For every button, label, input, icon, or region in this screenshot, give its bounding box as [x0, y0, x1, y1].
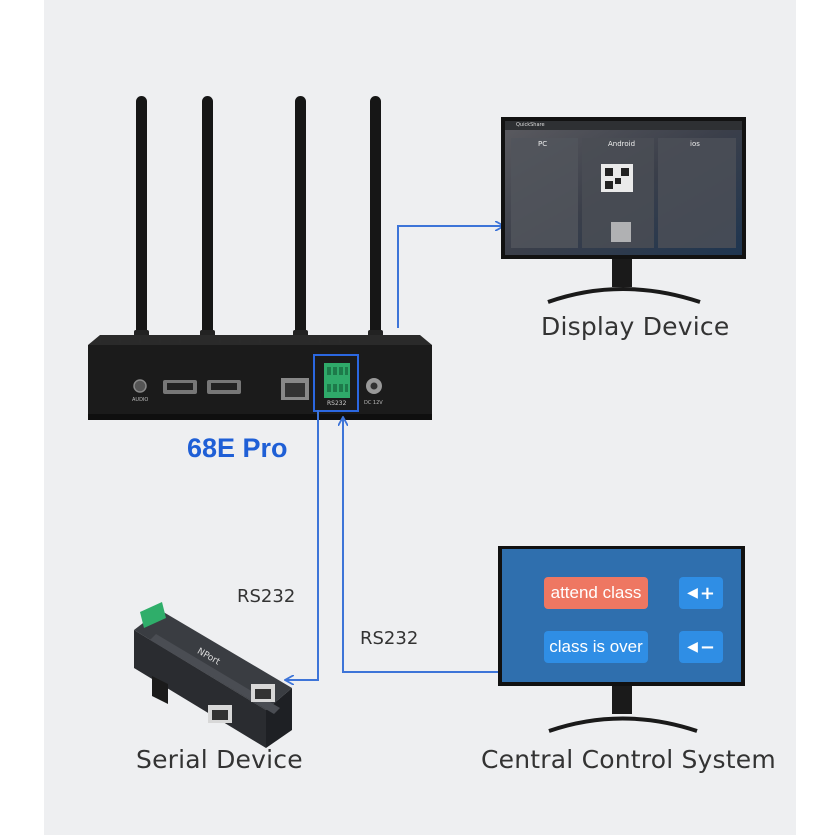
rs232-port-label: RS232: [327, 400, 347, 407]
audio-port-label: AUDIO: [132, 397, 149, 403]
volume-down-sign: −: [699, 636, 715, 658]
volume-up-button[interactable]: ◀ +: [679, 577, 723, 609]
antennas: [134, 96, 383, 356]
display-brand: QuickShare: [516, 122, 545, 128]
serial-link-label: RS232: [237, 586, 296, 607]
speaker-icon: ◀: [687, 639, 698, 655]
serial-device-illustration: [134, 602, 292, 748]
central-control-label: Central Control System: [481, 745, 776, 774]
display-column-pc: PC: [538, 140, 548, 148]
serial-device-label: Serial Device: [136, 745, 303, 774]
speaker-icon: ◀: [687, 585, 698, 601]
audio-jack: [133, 379, 147, 393]
volume-down-button[interactable]: ◀ −: [679, 631, 723, 663]
power-port-label: DC 12V: [364, 400, 383, 406]
display-column-android: Android: [608, 140, 636, 148]
attend-class-button[interactable]: attend class: [544, 577, 648, 609]
product-name: 68E Pro: [187, 433, 288, 463]
central-link-label: RS232: [360, 628, 419, 649]
display-device-label: Display Device: [541, 312, 730, 341]
display-column-ios: ios: [690, 140, 700, 148]
class-over-button[interactable]: class is over: [544, 631, 648, 663]
product-device: [88, 335, 432, 420]
volume-up-sign: +: [699, 582, 715, 604]
connection-lines: [286, 226, 503, 680]
display-device: [501, 117, 746, 304]
rs232-highlight: [313, 354, 359, 412]
